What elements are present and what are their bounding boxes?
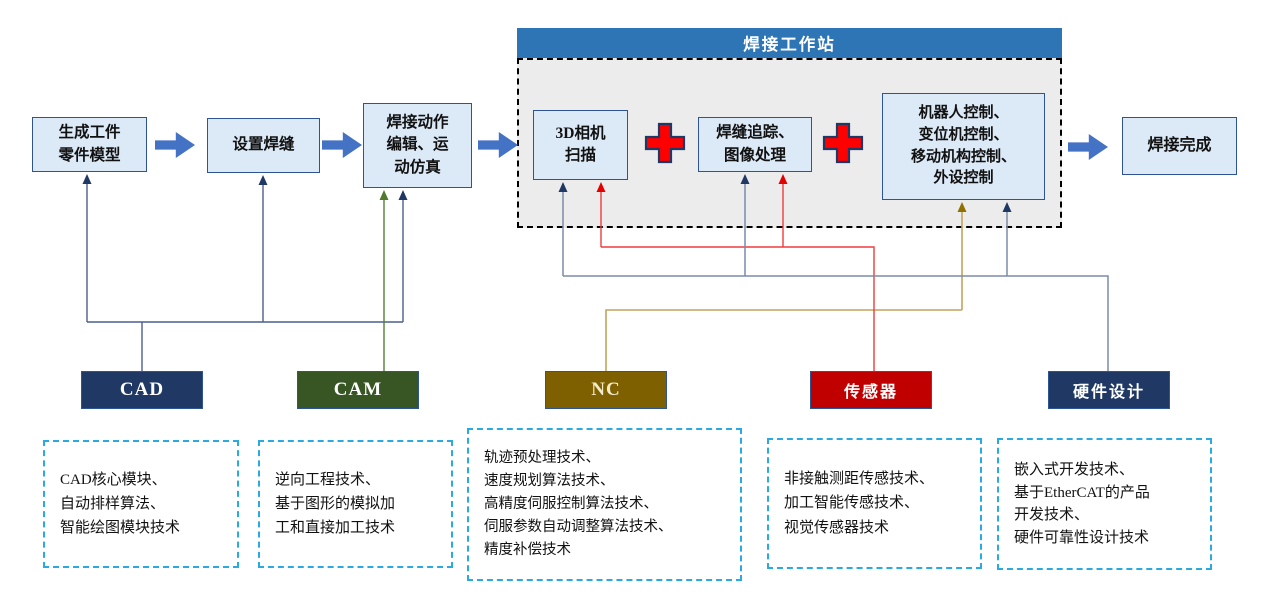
label-sensor: 传感器 [810, 371, 932, 409]
step-label: 3D相机 扫描 [555, 124, 606, 164]
tech-list: 嵌入式开发技术、 基于EtherCAT的产品 开发技术、 硬件可靠性设计技术 [1014, 462, 1150, 546]
step-weld-motion-simulation: 焊接动作 编辑、运 动仿真 [363, 103, 472, 188]
tech-box-hardware: 嵌入式开发技术、 基于EtherCAT的产品 开发技术、 硬件可靠性设计技术 [997, 438, 1212, 570]
tech-box-sensor: 非接触测距传感技术、 加工智能传感技术、 视觉传感器技术 [767, 438, 982, 569]
workstation-title-bar: 焊接工作站 [517, 28, 1062, 58]
tech-list: 非接触测距传感技术、 加工智能传感技术、 视觉传感器技术 [784, 471, 935, 536]
tech-list: 逆向工程技术、 基于图形的模拟加 工和直接加工技术 [275, 471, 396, 537]
label-cad: CAD [81, 371, 203, 409]
workstation-title: 焊接工作站 [743, 35, 836, 54]
step-label: 设置焊缝 [232, 136, 295, 154]
plus-icon [644, 122, 686, 164]
step-3d-camera-scan: 3D相机 扫描 [533, 110, 628, 180]
step-label: 焊接完成 [1147, 137, 1212, 155]
label-text: NC [591, 379, 621, 400]
hardware-connectors [558, 174, 1109, 371]
step-weld-complete: 焊接完成 [1122, 117, 1237, 175]
tech-list: 轨迹预处理技术、 速度规划算法技术、 高精度伺服控制算法技术、 伺服参数自动调整… [484, 450, 673, 558]
step-seam-tracking-image-processing: 焊缝追踪、 图像处理 [698, 117, 812, 172]
step-label: 焊缝追踪、 图像处理 [716, 124, 794, 164]
step-robot-control: 机器人控制、 变位机控制、 移动机构控制、 外设控制 [882, 93, 1045, 200]
label-nc: NC [545, 371, 667, 409]
plus-icon [822, 122, 864, 164]
label-text: 传感器 [843, 384, 898, 401]
label-text: CAM [333, 379, 383, 400]
tech-box-nc: 轨迹预处理技术、 速度规划算法技术、 高精度伺服控制算法技术、 伺服参数自动调整… [467, 428, 742, 581]
tech-box-cad: CAD核心模块、 自动排样算法、 智能绘图模块技术 [43, 440, 239, 568]
sensor-connectors [596, 174, 875, 371]
tech-box-cam: 逆向工程技术、 基于图形的模拟加 工和直接加工技术 [258, 440, 453, 568]
label-text: CAD [119, 379, 165, 400]
step-label: 机器人控制、 变位机控制、 移动机构控制、 外设控制 [910, 105, 1016, 187]
tech-list: CAD核心模块、 自动排样算法、 智能绘图模块技术 [60, 471, 181, 537]
nc-connector [605, 202, 967, 371]
step-generate-part-model: 生成工件 零件模型 [32, 117, 147, 172]
step-label: 焊接动作 编辑、运 动仿真 [386, 113, 449, 176]
label-cam: CAM [297, 371, 419, 409]
step-set-weld-seam: 设置焊缝 [207, 118, 320, 173]
step-label: 生成工件 零件模型 [58, 124, 121, 164]
label-text: 硬件设计 [1072, 384, 1145, 401]
cad-connectors [82, 174, 408, 371]
label-hardware-design: 硬件设计 [1048, 371, 1170, 409]
